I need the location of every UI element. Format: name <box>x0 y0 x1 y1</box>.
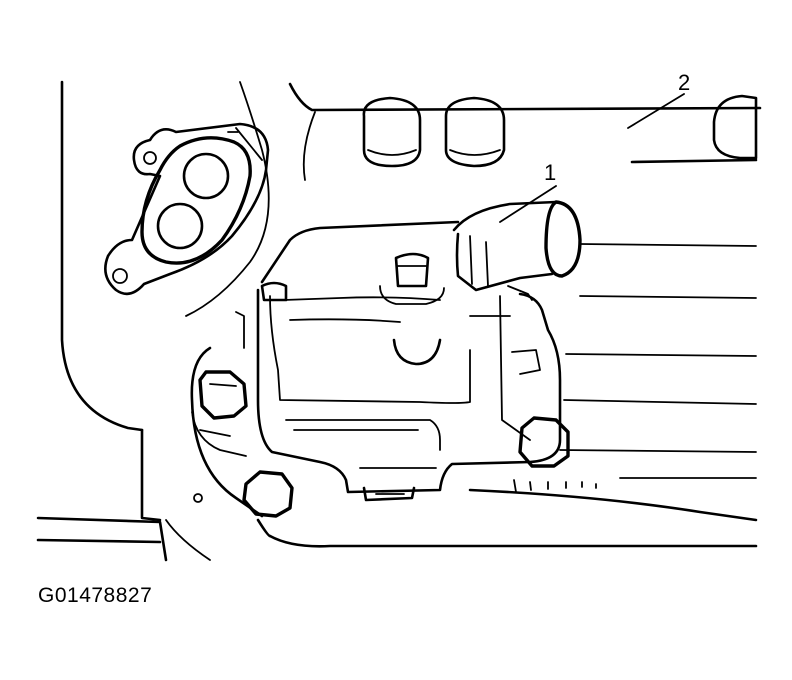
port-flange <box>104 81 270 317</box>
callout-part-2: 2 <box>627 70 690 129</box>
callout-label-1: 1 <box>544 160 556 185</box>
mounting-bolts <box>190 311 570 538</box>
thermostat-housing <box>256 200 582 502</box>
callout-part-1: 1 <box>499 160 557 223</box>
callout-label-2: 2 <box>678 70 690 95</box>
engine-block <box>36 80 762 562</box>
figure-id-label: G01478827 <box>38 584 153 607</box>
